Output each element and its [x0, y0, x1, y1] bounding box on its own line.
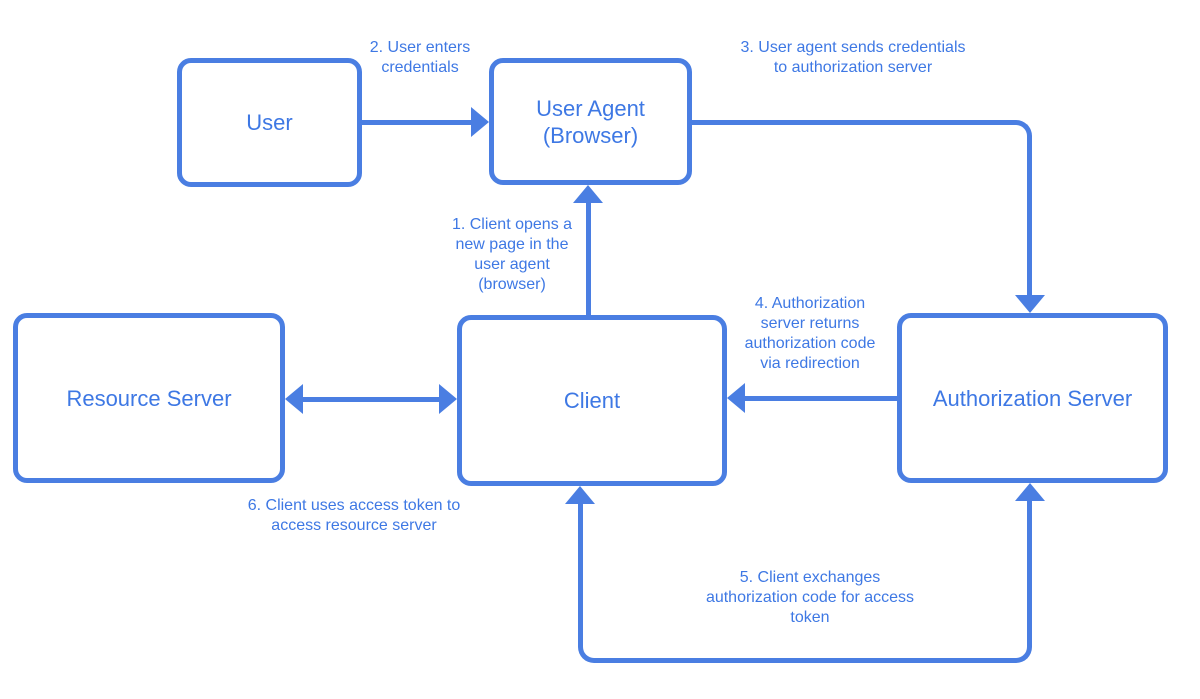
node-user: User [177, 58, 362, 187]
node-client-label: Client [563, 388, 621, 413]
edge-step5-arrowhead-authserver-icon [1015, 483, 1045, 501]
edge-step6-label: 6. Client uses access token to access re… [247, 497, 461, 534]
edge-step2-label: 2. User enters credentials [369, 39, 471, 76]
node-user-agent-label: User Agent (Browser) [536, 95, 645, 148]
node-authorization-server: Authorization Server [897, 313, 1168, 483]
node-authorization-server-label: Authorization Server [932, 385, 1133, 411]
edge-step6-arrowhead-left-icon [285, 384, 303, 414]
edge-step1-arrowhead-up-icon [573, 185, 603, 203]
node-resource-server: Resource Server [13, 313, 285, 483]
edge-step4-label: 4. Authorization server returns authoriz… [744, 295, 876, 372]
edge-step1-line [586, 198, 591, 315]
edge-step4-arrowhead-left-icon [727, 383, 745, 413]
edge-step2-line [362, 120, 474, 125]
node-resource-server-label: Resource Server [66, 385, 232, 411]
edge-step2-arrowhead-right-icon [471, 107, 489, 137]
edge-step5-label: 5. Client exchanges authorization code f… [705, 569, 915, 626]
node-client: Client [457, 315, 727, 486]
edge-step6-arrowhead-right-icon [439, 384, 457, 414]
edge-step3-elbow-line [692, 120, 1032, 298]
node-user-agent: User Agent (Browser) [489, 58, 692, 185]
edge-step1-label: 1. Client opens a new page in the user a… [451, 216, 573, 293]
edge-step5-u-line [578, 500, 1032, 663]
edge-step4-line [742, 396, 897, 401]
edge-step5-arrowhead-client-icon [565, 486, 595, 504]
node-user-label: User [246, 110, 293, 135]
edge-step6-line [298, 397, 442, 402]
edge-step3-arrowhead-down-icon [1015, 295, 1045, 313]
edge-step3-label: 3. User agent sends credentials to autho… [740, 39, 966, 76]
